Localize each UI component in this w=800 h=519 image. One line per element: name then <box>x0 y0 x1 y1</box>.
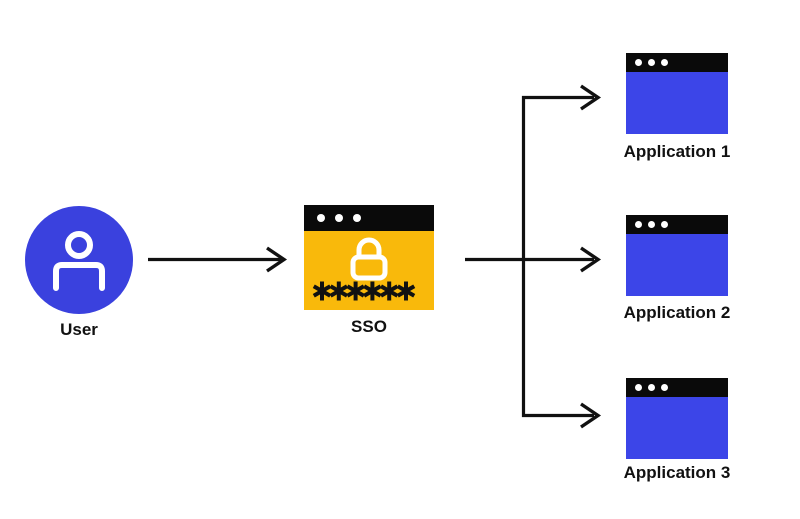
arrowhead-user-to-sso <box>266 246 288 273</box>
sso-label: SSO <box>351 317 387 336</box>
window-dot-icon <box>661 221 668 228</box>
sso-body <box>304 231 434 310</box>
application-1-label: Application 1 <box>623 142 731 161</box>
lock-icon <box>350 237 388 281</box>
window-dot-icon <box>661 384 668 391</box>
app-body <box>626 72 728 134</box>
application-3-label: Application 3 <box>623 463 731 482</box>
window-dot-icon <box>635 221 642 228</box>
arrowhead-to-app3 <box>580 402 602 429</box>
application-1-window <box>626 53 728 134</box>
arrowhead-to-app2 <box>580 246 602 273</box>
window-dot-icon <box>648 384 655 391</box>
password-mask-icon <box>312 281 416 301</box>
app-body <box>626 234 728 296</box>
window-dot-icon <box>635 384 642 391</box>
app-titlebar <box>626 215 728 234</box>
window-dot-icon <box>353 214 361 222</box>
application-2-label: Application 2 <box>623 303 731 322</box>
window-dot-icon <box>648 221 655 228</box>
branch-tree-line <box>521 95 594 418</box>
window-dot-icon <box>335 214 343 222</box>
arrowhead-to-app1 <box>580 84 602 111</box>
application-3-window <box>626 378 728 459</box>
window-dot-icon <box>648 59 655 66</box>
user-node <box>25 206 133 314</box>
window-dot-icon <box>317 214 325 222</box>
window-dot-icon <box>661 59 668 66</box>
user-label: User <box>60 320 98 339</box>
window-dot-icon <box>635 59 642 66</box>
app-titlebar <box>626 53 728 72</box>
person-icon <box>53 231 105 291</box>
sso-window <box>304 205 434 310</box>
app-titlebar <box>626 378 728 397</box>
application-2-window <box>626 215 728 296</box>
app-body <box>626 397 728 459</box>
sso-titlebar <box>304 205 434 231</box>
